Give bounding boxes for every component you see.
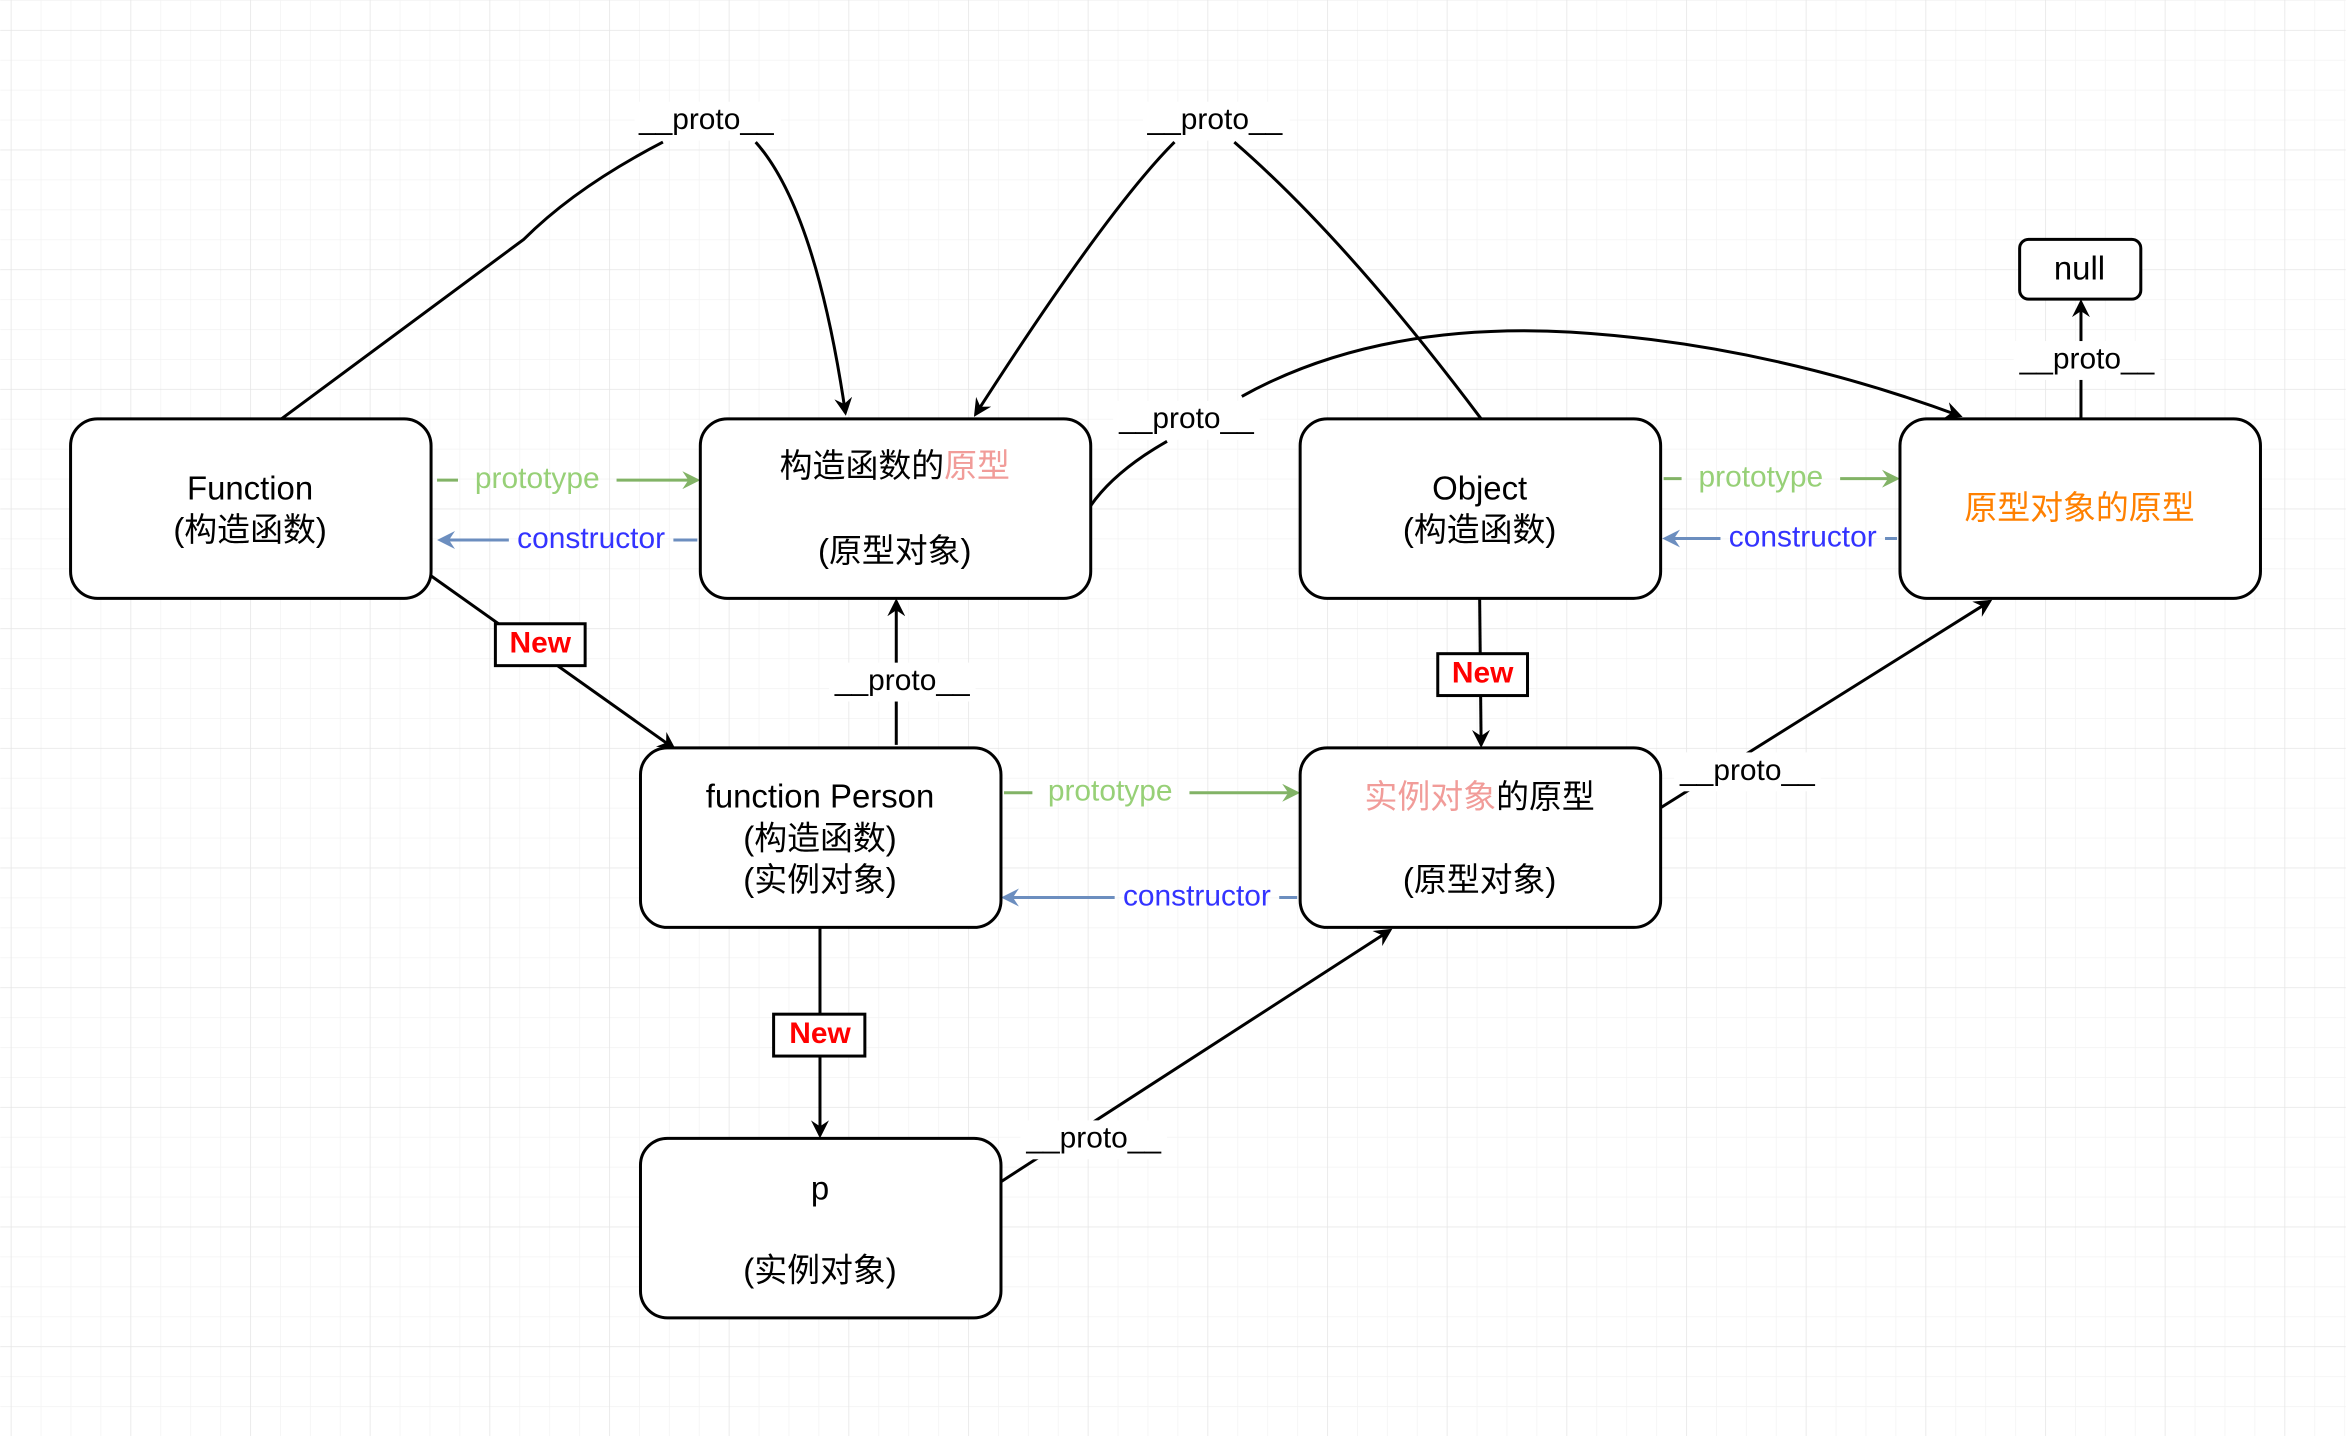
node-title: 实例对象的原型 [1365, 777, 1595, 814]
edge-ctorproto-proto[interactable]: __proto__ [1089, 329, 1963, 507]
node-prototype-of-prototype[interactable]: 原型对象的原型 [1898, 417, 2262, 600]
edge-label: __proto__ [1147, 103, 1283, 136]
edge-p-proto[interactable]: __proto__ [1000, 928, 1393, 1183]
edge-ctorproto-constructor[interactable]: constructor [437, 522, 698, 555]
edge-label: __proto__ [1025, 1122, 1161, 1155]
edge-label: __proto__ [638, 103, 774, 136]
new-label: New [510, 627, 572, 660]
node-function[interactable]: Function (构造函数) [69, 417, 433, 600]
node-subtitle: (原型对象) [1403, 861, 1556, 898]
node-title: Function [187, 469, 313, 506]
edge-person-prototype[interactable]: prototype [1003, 775, 1301, 808]
edge-label: __proto__ [834, 664, 970, 697]
node-constructor-prototype[interactable]: 构造函数的原型 (原型对象) [698, 417, 1093, 600]
edge-object-prototype[interactable]: prototype [1663, 461, 1900, 494]
edge-label: prototype [1699, 461, 1824, 494]
node-instance-prototype[interactable]: 实例对象的原型 (原型对象) [1298, 746, 1663, 929]
node-title: p [811, 1169, 829, 1206]
node-subtitle: (构造函数) [1403, 511, 1556, 548]
edge-label: __proto__ [1679, 754, 1815, 787]
node-p[interactable]: p (实例对象) [638, 1136, 1003, 1320]
node-title: null [2054, 249, 2105, 286]
title-highlight: 原型 [944, 447, 1010, 484]
new-label: New [1452, 657, 1514, 690]
edge-object-proto[interactable]: __proto__ [973, 101, 1483, 420]
title-highlight: 实例对象 [1365, 777, 1497, 814]
edge-protoofproto-proto[interactable]: __proto__ [2013, 299, 2161, 419]
edge-instanceproto-constructor[interactable]: constructor [1000, 879, 1298, 912]
node-object[interactable]: Object (构造函数) [1298, 417, 1663, 600]
edge-instanceproto-proto[interactable]: __proto__ [1659, 599, 1993, 810]
node-title: 原型对象的原型 [1964, 489, 2194, 526]
edge-person-proto[interactable]: __proto__ [828, 598, 976, 745]
edge-label: constructor [1729, 520, 1877, 553]
edge-object-new[interactable]: New [1436, 598, 1530, 748]
node-subtitle: (原型对象) [818, 532, 971, 569]
edge-label: constructor [517, 522, 665, 555]
node-title: Object [1432, 469, 1527, 506]
edge-label: prototype [475, 462, 600, 495]
node-title: function Person [706, 777, 935, 814]
node-title: 构造函数的原型 [780, 447, 1010, 484]
edge-label: constructor [1123, 879, 1271, 912]
node-null[interactable]: null [2018, 237, 2143, 301]
node-subtitle: (实例对象) [743, 1252, 896, 1289]
node-subtitle: (构造函数) [173, 511, 326, 548]
edge-label: __proto__ [2019, 342, 2155, 375]
new-label: New [789, 1017, 851, 1050]
edge-label: prototype [1048, 775, 1173, 808]
title-part: 的原型 [1496, 777, 1595, 814]
edge-function-proto[interactable]: __proto__ [280, 101, 853, 421]
edge-function-prototype[interactable]: prototype [437, 462, 701, 495]
node-subtitle: (实例对象) [743, 861, 896, 898]
edge-protoofproto-constructor[interactable]: constructor [1662, 520, 1897, 553]
edge-label: __proto__ [1118, 402, 1254, 435]
edge-function-new[interactable]: New [430, 574, 676, 750]
node-subtitle: (构造函数) [743, 819, 896, 856]
title-part: 构造函数的 [780, 447, 944, 484]
node-function-person[interactable]: function Person (构造函数) (实例对象) [638, 746, 1003, 929]
edge-person-new[interactable]: New [772, 927, 867, 1139]
